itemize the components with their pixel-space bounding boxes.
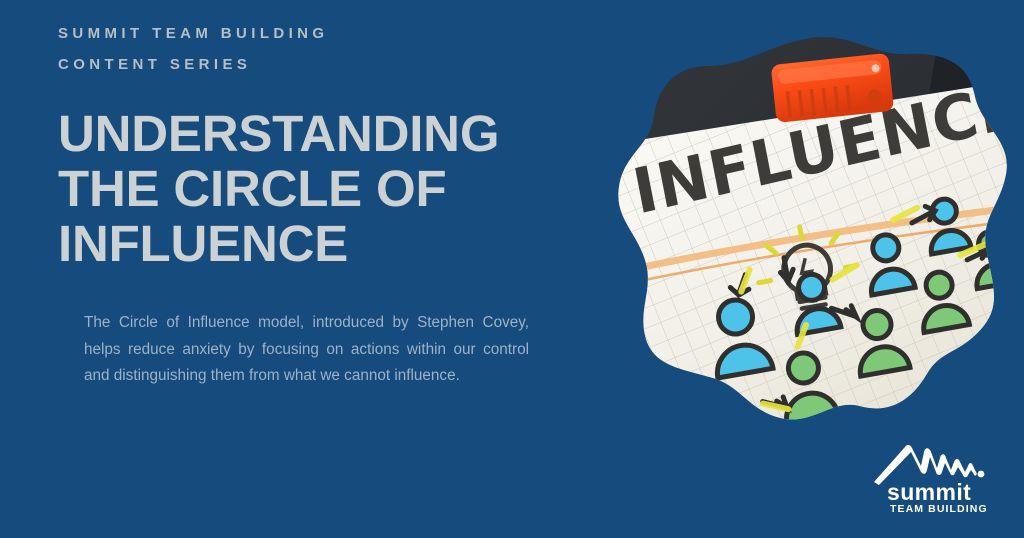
logo-wordmark: summit: [887, 479, 971, 505]
text-column: Summit Team Building Content Series Unde…: [58, 18, 578, 390]
page-title: Understanding the Circle of Influence: [58, 105, 500, 272]
lightbulb-icon: [750, 218, 863, 315]
logo-tagline: TEAM BUILDING: [890, 503, 988, 515]
summit-logo[interactable]: summit TEAM BUILDING: [872, 438, 1000, 516]
body-paragraph: The Circle of Influence model, introduce…: [84, 314, 529, 384]
eyebrow-label: Summit Team Building Content Series: [58, 25, 329, 73]
photo-container: INFLUENCE: [612, 36, 1008, 436]
paper-clip: [771, 53, 894, 123]
photo-scallop-mask: INFLUENCE: [612, 36, 1008, 436]
highlight-arrow: [732, 197, 1007, 413]
logo-artwork: summit TEAM BUILDING: [874, 444, 988, 515]
people-diagram: [694, 189, 1008, 434]
notepad-photo: INFLUENCE: [612, 36, 1008, 436]
page-tab: [614, 334, 648, 384]
mountain-range-mark: [874, 444, 985, 485]
